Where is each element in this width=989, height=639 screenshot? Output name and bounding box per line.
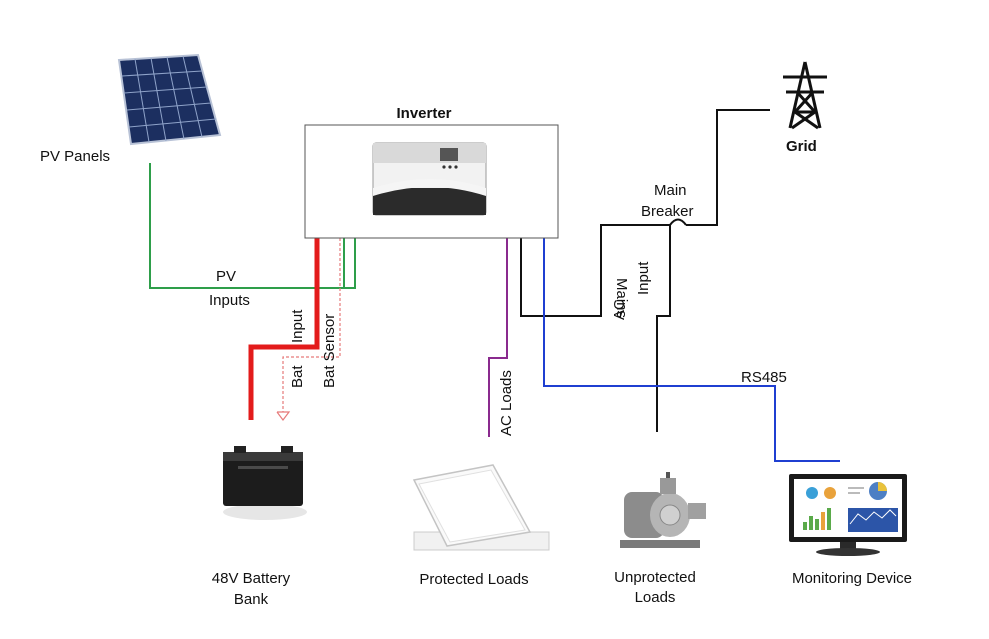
led-panel-icon <box>412 464 550 551</box>
monitor-icon <box>789 474 907 556</box>
battery-bank: 48V Battery Bank <box>212 446 307 608</box>
inverter: Inverter <box>304 105 559 239</box>
protected-loads: Protected Loads <box>412 464 550 588</box>
ac-mains-label-line2: AC <box>611 299 628 320</box>
pv-inputs-label-line1: PV <box>216 268 236 285</box>
grid-label: Grid <box>786 138 817 155</box>
battery-wire <box>248 238 320 420</box>
inverter-title: Inverter <box>396 105 451 122</box>
unprotected-loads-label-line1: Unprotected <box>614 569 696 586</box>
transmission-tower-icon <box>783 61 827 130</box>
rs485-wire <box>543 238 840 462</box>
protected-loads-label: Protected Loads <box>419 571 528 588</box>
ac-loads-wire <box>488 238 508 437</box>
pv-panels-label: PV Panels <box>40 148 110 165</box>
main-breaker-label-line1: Main <box>654 182 687 199</box>
grid: Grid <box>783 61 827 155</box>
connection-labels: PV Inputs Input Bat Bat Sensor AC Loads … <box>209 182 787 436</box>
main-breaker-symbol <box>669 218 687 226</box>
bat-sensor-wire <box>282 238 341 412</box>
sensor-ground-symbol <box>276 411 291 421</box>
solar-panel-icon <box>117 53 222 146</box>
bat-input-label-line2: Bat <box>289 365 306 388</box>
inverter-icon <box>372 142 487 216</box>
battery-label-line1: 48V Battery <box>212 570 291 587</box>
bat-input-label-line1: Input <box>289 309 306 343</box>
wires <box>149 109 840 462</box>
pv-panels: PV Panels <box>40 53 222 165</box>
unprotected-loads-label-line2: Loads <box>635 589 676 606</box>
water-pump-icon <box>620 472 706 548</box>
ac-mains-wire <box>520 224 670 317</box>
pv-wire-2 <box>150 238 356 289</box>
rs485-label: RS485 <box>741 369 787 386</box>
bat-sensor-label: Bat Sensor <box>321 314 338 388</box>
ac-loads-label: AC Loads <box>498 370 515 436</box>
grid-wire <box>686 109 770 226</box>
unprotected-loads: Unprotected Loads <box>614 472 706 606</box>
ac-mains-label-line3: Input <box>635 261 652 295</box>
battery-label-line2: Bank <box>234 591 269 608</box>
pv-inputs-label-line2: Inputs <box>209 292 250 309</box>
battery-icon <box>223 446 307 520</box>
monitoring-device-label: Monitoring Device <box>792 570 912 587</box>
ac-mains-label-line1: Mains <box>613 278 630 318</box>
main-breaker-label-line2: Breaker <box>641 203 694 220</box>
unprotected-loads-wire <box>656 225 671 432</box>
monitoring-device: Monitoring Device <box>789 474 912 587</box>
